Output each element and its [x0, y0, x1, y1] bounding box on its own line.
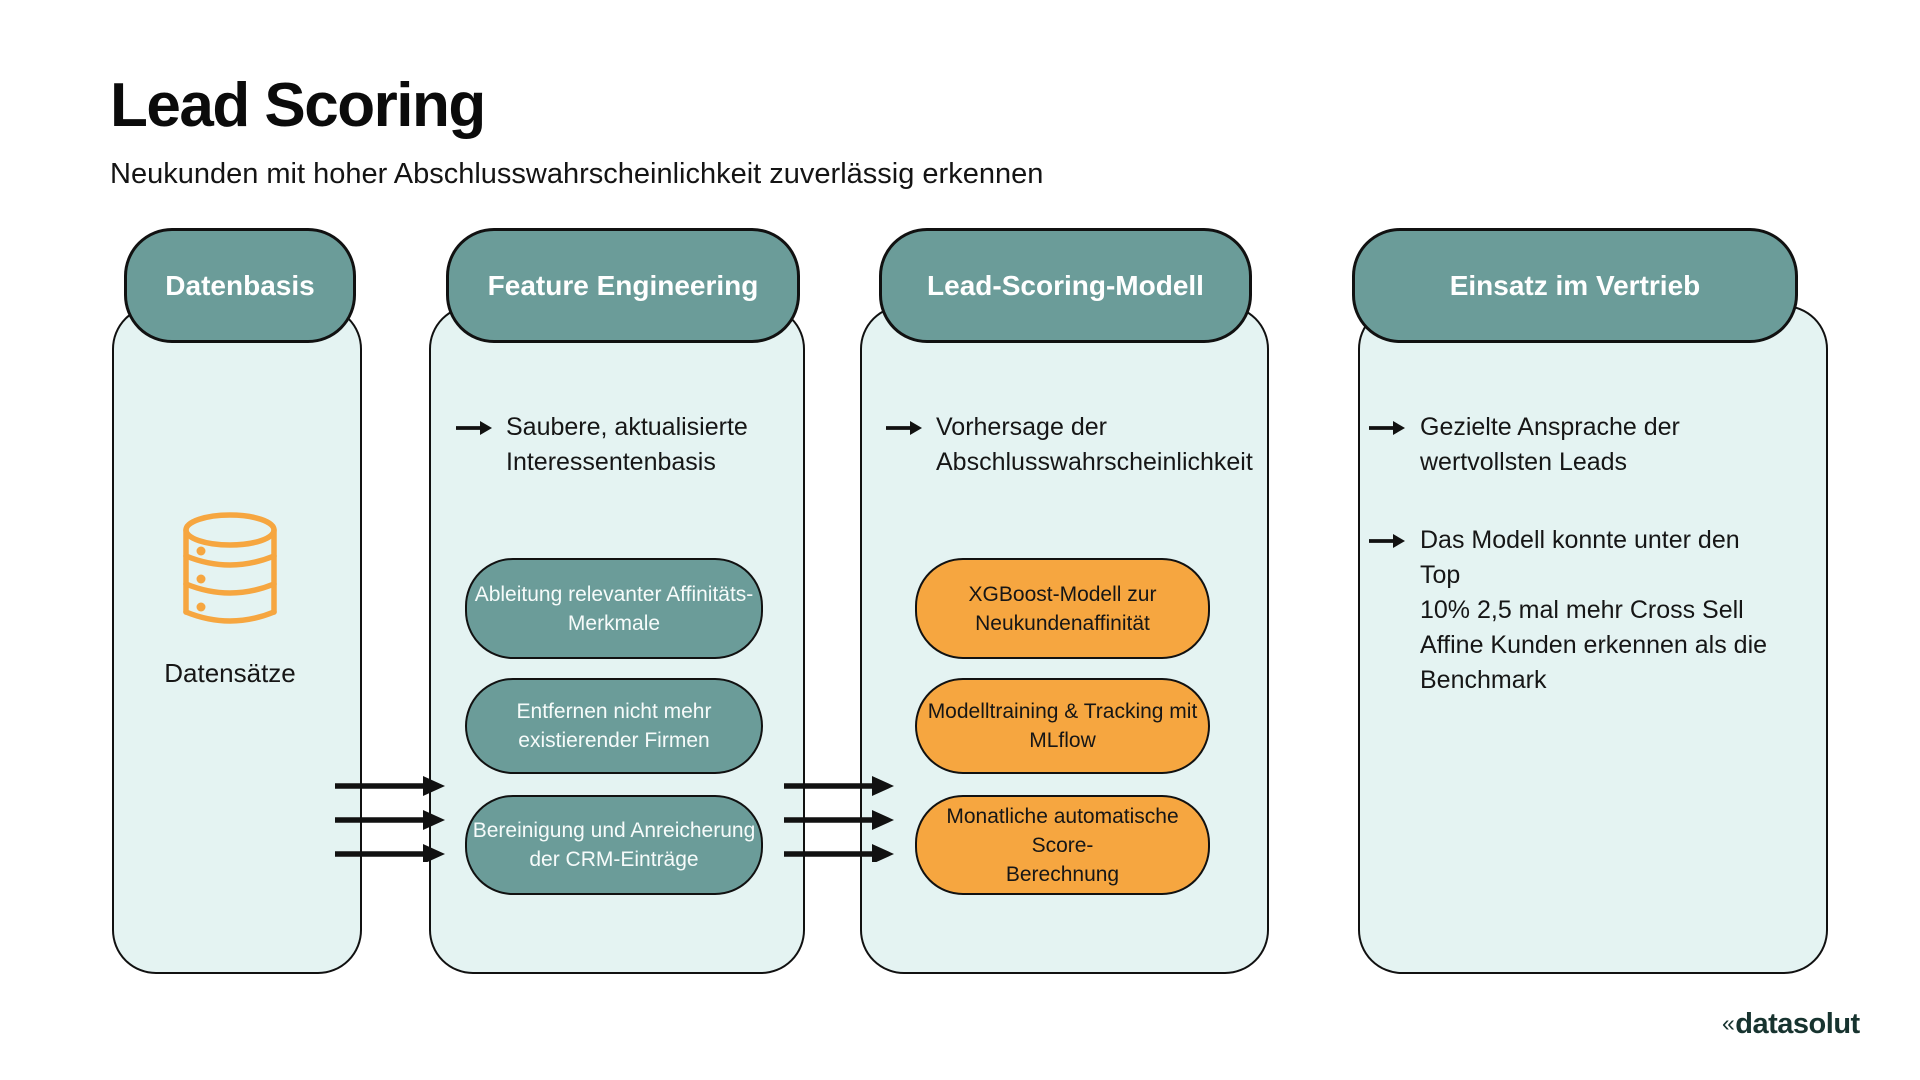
arrow-right-icon: [886, 421, 922, 435]
logo-text: datasolut: [1735, 1008, 1860, 1040]
database-icon: [183, 512, 277, 624]
header-lead-scoring-modell-label: Lead-Scoring-Modell: [927, 269, 1204, 301]
column-datenbasis: [112, 305, 362, 974]
pill-xgboost: XGBoost-Modell zur Neukundenaffinität: [915, 558, 1210, 659]
database-label: Datensätze: [164, 658, 296, 688]
triple-arrow-icon: [784, 776, 894, 862]
header-einsatz-im-vertrieb: Einsatz im Vertrieb: [1352, 228, 1798, 343]
header-lead-scoring-modell: Lead-Scoring-Modell: [879, 228, 1252, 343]
arrow-right-icon: [1369, 534, 1405, 548]
header-feature-engineering: Feature Engineering: [446, 228, 800, 343]
pill-mlflow: Modelltraining & Tracking mit MLflow: [915, 678, 1210, 774]
arrow-right-icon: [456, 421, 492, 435]
header-einsatz-im-vertrieb-label: Einsatz im Vertrieb: [1449, 269, 1701, 301]
header-datenbasis-label: Datenbasis: [165, 269, 315, 301]
datasolut-logo: «datasolut: [1722, 1008, 1860, 1041]
bullet-feature-engineering: Saubere, aktualisierte Interessentenbasi…: [506, 413, 748, 476]
pill-entfernen-firmen: Entfernen nicht mehr existierender Firme…: [465, 678, 763, 774]
bullet-gezielte-ansprache: Gezielte Ansprache der wertvollsten Lead…: [1420, 413, 1680, 476]
logo-mark-icon: «: [1722, 1010, 1735, 1036]
header-feature-engineering-label: Feature Engineering: [487, 269, 759, 301]
bullet-lead-scoring: Vorhersage der Abschlusswahrscheinlichke…: [936, 413, 1253, 476]
arrow-right-icon: [1369, 421, 1405, 435]
page-title: Lead Scoring: [110, 71, 486, 140]
triple-arrow-icon: [335, 776, 445, 862]
pill-score-berechnung: Monatliche automatische Score- Berechnun…: [915, 795, 1210, 895]
pill-affinitaets-merkmale: Ableitung relevanter Affinitäts- Merkmal…: [465, 558, 763, 659]
page-subtitle: Neukunden mit hoher Abschlusswahrscheinl…: [110, 158, 1044, 190]
column-einsatz-im-vertrieb: [1358, 305, 1828, 974]
bullet-modell-benchmark: Das Modell konnte unter den Top 10% 2,5 …: [1420, 526, 1768, 694]
pill-bereinigung-crm: Bereinigung und Anreicherung der CRM-Ein…: [465, 795, 763, 895]
header-datenbasis: Datenbasis: [124, 228, 356, 343]
